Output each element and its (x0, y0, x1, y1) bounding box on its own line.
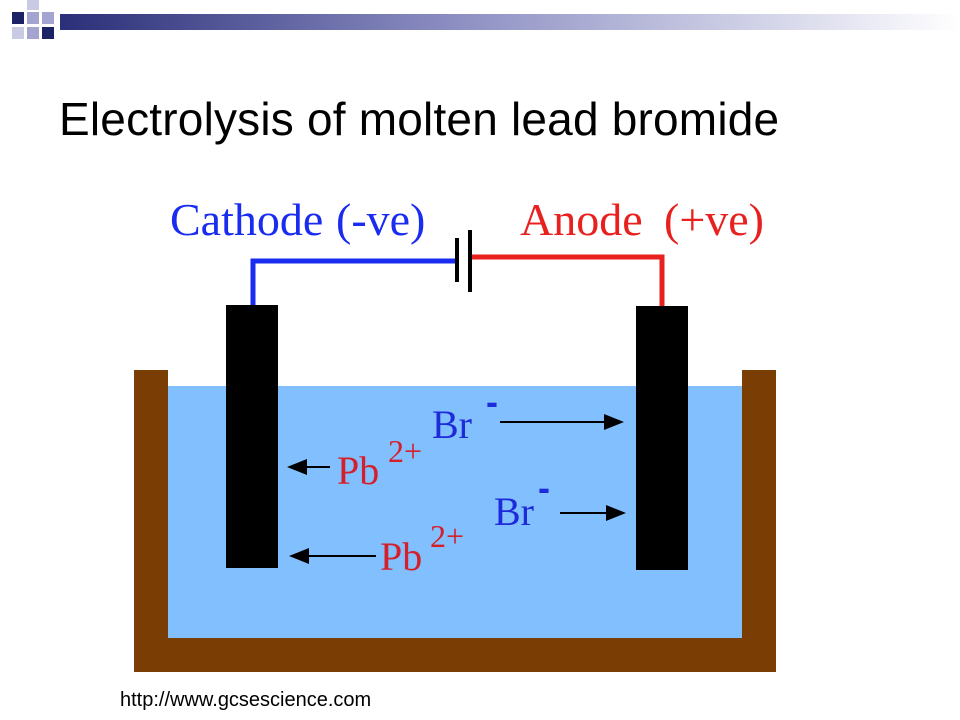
bromide-ion-lower: Br - (494, 467, 550, 534)
header-square (27, 12, 39, 24)
ion-symbol: Br (494, 489, 534, 534)
arrow-icon (500, 414, 624, 430)
ion-symbol: Pb (337, 448, 379, 493)
ion-charge: 2+ (430, 518, 464, 554)
cathode-electrode-icon (226, 305, 278, 568)
container (134, 370, 776, 672)
header-square (27, 0, 39, 10)
lead-ion-upper: Pb 2+ (337, 433, 422, 493)
cathode-label: Cathode (170, 194, 323, 245)
cathode-sign: (-ve) (336, 194, 425, 245)
header-decoration (12, 0, 960, 39)
ion-symbol: Br (432, 402, 472, 447)
battery-cell-icon (455, 230, 472, 292)
source-url: http://www.gcsescience.com (120, 689, 372, 711)
bromide-ion-upper: Br - (432, 381, 498, 447)
anode-sign: (+ve) (664, 194, 764, 245)
header-square (42, 12, 54, 24)
anode-wire (472, 254, 665, 306)
slide-title: Electrolysis of molten lead bromide (59, 93, 780, 145)
arrow-icon (289, 548, 376, 564)
arrow-icon (560, 505, 626, 521)
header-square (27, 27, 39, 39)
lead-ion-lower: Pb 2+ (380, 518, 464, 579)
arrow-icon (287, 459, 330, 475)
header-gradient-strip (60, 14, 960, 30)
ion-charge: - (486, 381, 498, 422)
header-square (42, 27, 54, 39)
anode-label: Anode (520, 194, 643, 245)
ion-charge: - (538, 467, 550, 508)
cathode-wire (250, 258, 457, 306)
header-square (12, 12, 24, 24)
ion-symbol: Pb (380, 534, 422, 579)
header-square (12, 27, 24, 39)
ion-charge: 2+ (388, 433, 422, 469)
anode-electrode-icon (636, 306, 688, 570)
